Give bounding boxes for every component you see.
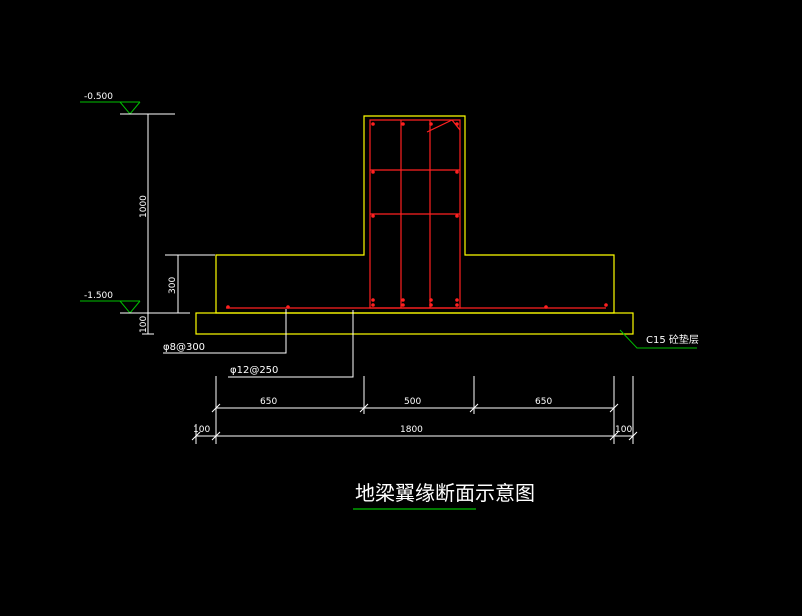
dim-total-height: 1000 — [139, 195, 149, 218]
stirrup-note: φ8@300 — [163, 342, 205, 353]
elevation-label-bottom: -1.500 — [84, 291, 113, 301]
elevation-label-top: -0.500 — [84, 92, 113, 102]
rebar-dots — [226, 122, 608, 309]
vertical-dimensions — [142, 113, 215, 335]
drawing-title: 地梁翼缘断面示意图 — [355, 481, 535, 505]
beam-concrete-outline — [215, 115, 615, 314]
dim-total-width: 1800 — [400, 425, 423, 435]
dim-cushion-height: 100 — [139, 316, 149, 333]
cushion-leader — [619, 329, 697, 349]
horizontal-dimensions — [191, 376, 638, 444]
bottom-bar-note: φ12@250 — [230, 365, 278, 376]
cushion-layer — [195, 312, 634, 335]
dim-web-width: 500 — [404, 397, 421, 407]
dim-flange-height: 300 — [168, 277, 178, 294]
cushion-label: C15 砼垫层 — [646, 333, 699, 346]
dim-right-cushion: 100 — [615, 425, 632, 435]
elevation-marker-top: -0.500 — [80, 92, 175, 115]
rebar-leaders — [163, 309, 354, 378]
dim-left-cushion: 100 — [193, 425, 210, 435]
rebar-cage — [226, 119, 606, 309]
dim-left-flange: 650 — [260, 397, 277, 407]
dim-right-flange: 650 — [535, 397, 552, 407]
